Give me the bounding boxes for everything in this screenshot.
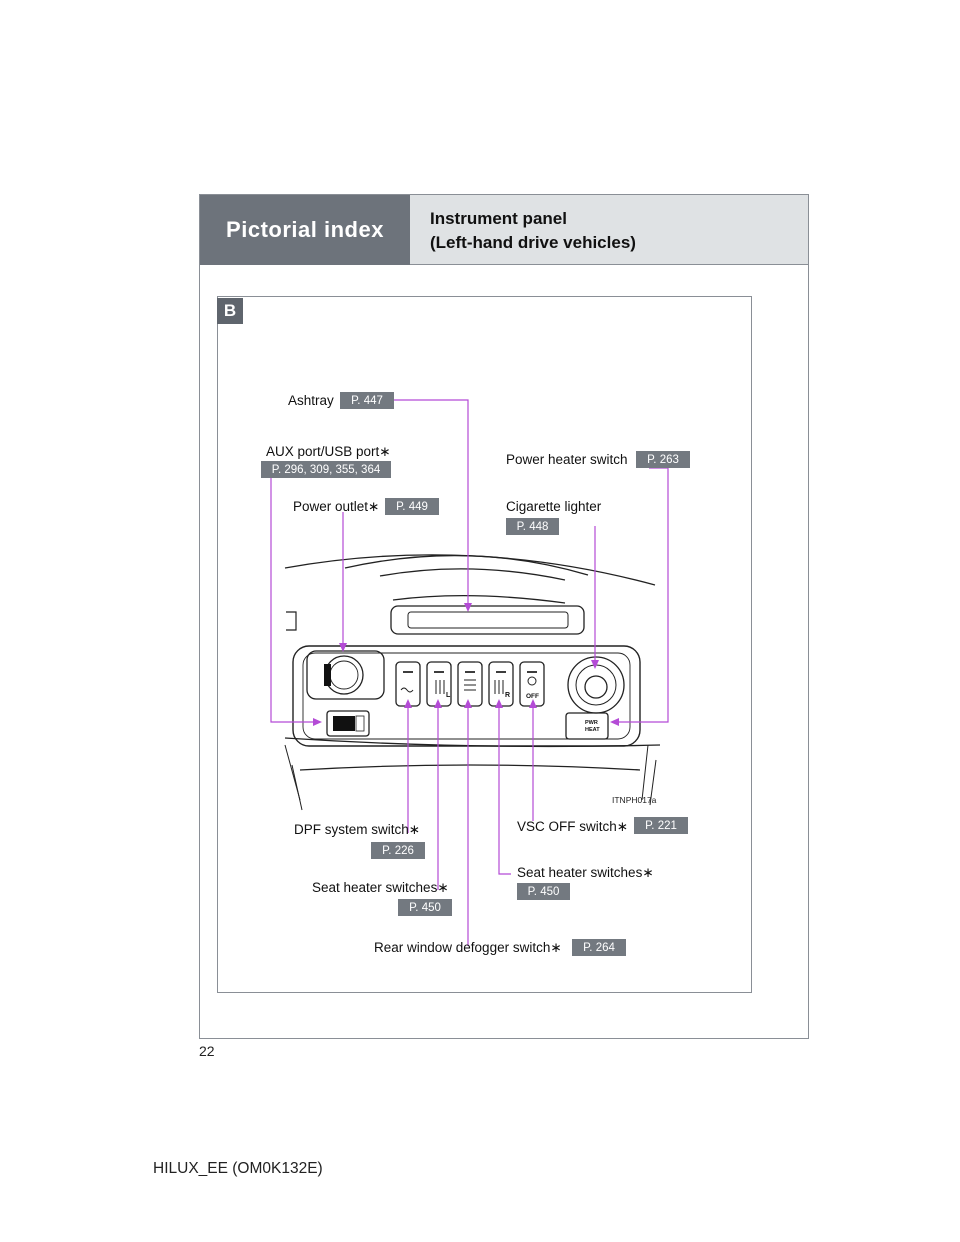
cigarette-lighter-label: Cigarette lighter (506, 499, 602, 514)
rear-defogger-label: Rear window defogger switch∗ (374, 940, 562, 955)
power-heater-label: Power heater switch (506, 452, 628, 467)
seat-heater-right-page-ref[interactable]: P. 450 (517, 883, 570, 900)
ashtray-label: Ashtray (288, 393, 334, 408)
dpf-label: DPF system switch∗ (294, 822, 421, 837)
title-line-1: Instrument panel (430, 209, 567, 228)
aux-usb-label: AUX port/USB port∗ (266, 444, 391, 459)
seat-heater-left-label: Seat heater switches∗ (312, 880, 449, 895)
power-outlet-housing (306, 650, 385, 700)
section-title: Instrument panel (Left-hand drive vehicl… (410, 195, 808, 265)
page-number: 22 (199, 1043, 215, 1059)
ashtray-lid (390, 605, 585, 635)
power-outlet-label: Power outlet∗ (293, 499, 380, 514)
rear-defogger-page-ref[interactable]: P. 264 (572, 939, 626, 956)
dash-contour-top (284, 554, 656, 586)
manual-code-footer: HILUX_EE (OM0K132E) (153, 1160, 323, 1177)
vsc-off-page-ref[interactable]: P. 221 (634, 817, 688, 834)
pwr-heat-mark-1: PWR (585, 720, 598, 726)
seat-l-mark: L (446, 692, 451, 699)
leader-lines (270, 399, 669, 946)
power-heater-switch-body (565, 712, 609, 740)
figure-badge: B (217, 298, 243, 324)
power-outlet-page-ref[interactable]: P. 449 (385, 498, 439, 515)
title-line-2: (Left-hand drive vehicles) (430, 233, 636, 252)
page-frame (199, 194, 809, 1039)
pwr-heat-mark-2: HEAT (585, 727, 600, 733)
switch-panel-body (292, 645, 641, 747)
switch-row (395, 661, 545, 707)
figure-code: ITNPH017a (612, 795, 657, 805)
aux-usb-page-ref[interactable]: P. 296, 309, 355, 364 (261, 461, 391, 478)
seat-r-mark: R (505, 692, 510, 699)
leader-arrows (313, 603, 619, 726)
seat-heater-left-page-ref[interactable]: P. 450 (398, 899, 452, 916)
ashtray-page-ref[interactable]: P. 447 (340, 392, 394, 409)
power-heater-page-ref[interactable]: P. 263 (636, 451, 690, 468)
cigarette-lighter-page-ref[interactable]: P. 448 (506, 518, 559, 535)
aux-usb-port (326, 710, 370, 737)
vsc-off-label: VSC OFF switch∗ (517, 819, 629, 834)
figure-box (217, 296, 752, 993)
vsc-off-mark: OFF (526, 693, 539, 700)
section-tab: Pictorial index (200, 195, 410, 265)
dpf-page-ref[interactable]: P. 226 (371, 842, 425, 859)
seat-heater-right-label: Seat heater switches∗ (517, 865, 654, 880)
